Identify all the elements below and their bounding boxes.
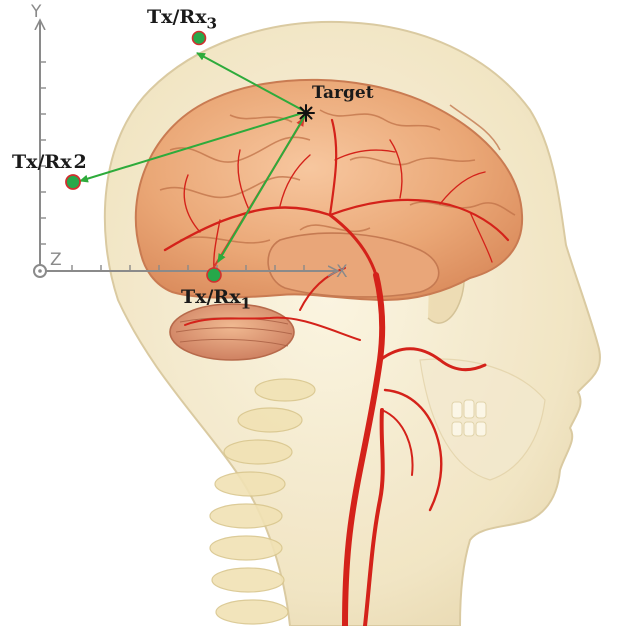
label-txrx1-sub: 1 bbox=[241, 294, 252, 312]
label-txrx1-main: Tx/Rx bbox=[181, 286, 241, 308]
node-txrx3 bbox=[193, 32, 206, 45]
label-txrx1: Tx/Rx1 bbox=[181, 288, 251, 312]
x-axis-label: X bbox=[336, 264, 348, 281]
asterisk-icon bbox=[298, 105, 314, 121]
node-txrx1 bbox=[207, 268, 221, 282]
label-target: Target bbox=[312, 85, 374, 102]
teeth bbox=[452, 400, 486, 436]
y-axis-label: Y bbox=[31, 4, 41, 21]
label-txrx3-sub: 3 bbox=[207, 14, 218, 32]
z-axis-label: Z bbox=[50, 252, 62, 269]
label-txrx2-sub: 2 bbox=[74, 151, 87, 173]
label-txrx2-main: Tx/Rx bbox=[12, 151, 72, 173]
label-txrx3: Tx/Rx3 bbox=[147, 8, 217, 32]
node-txrx2 bbox=[66, 175, 80, 189]
label-txrx3-main: Tx/Rx bbox=[147, 6, 207, 28]
cerebellum bbox=[170, 304, 294, 360]
